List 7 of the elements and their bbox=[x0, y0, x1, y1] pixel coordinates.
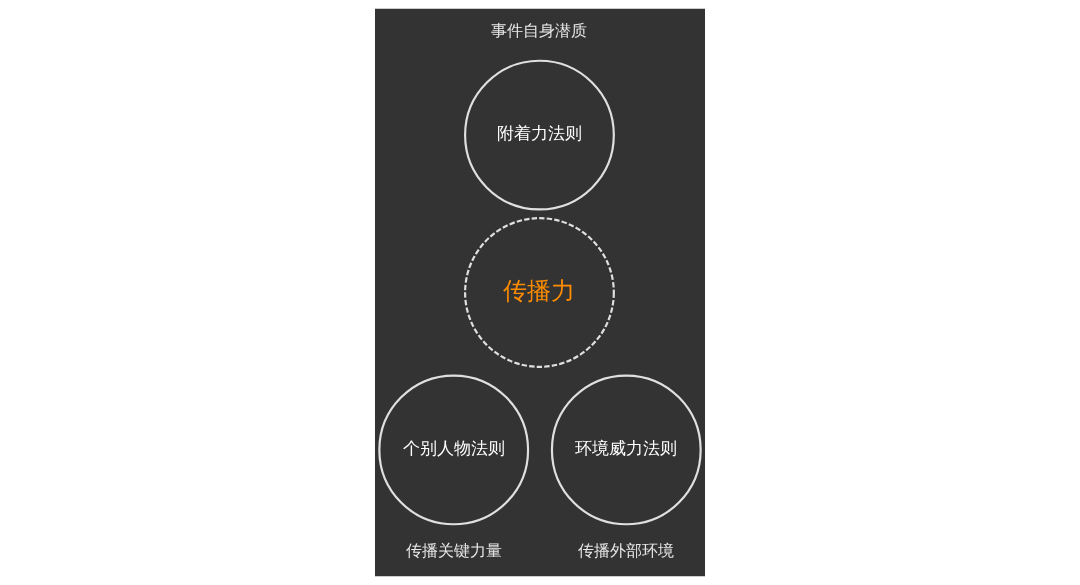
node-label: 传播外部环境 bbox=[578, 541, 675, 561]
node-circle: 个别人物法则 bbox=[378, 374, 530, 526]
node-circle: 环境威力法则 bbox=[550, 374, 702, 526]
node-label: 事件自身潜质 bbox=[491, 21, 588, 41]
node-circle: 附着力法则 bbox=[464, 59, 615, 211]
node-label: 传播关键力量 bbox=[405, 541, 502, 561]
node-circle: 传播力 bbox=[464, 217, 615, 368]
